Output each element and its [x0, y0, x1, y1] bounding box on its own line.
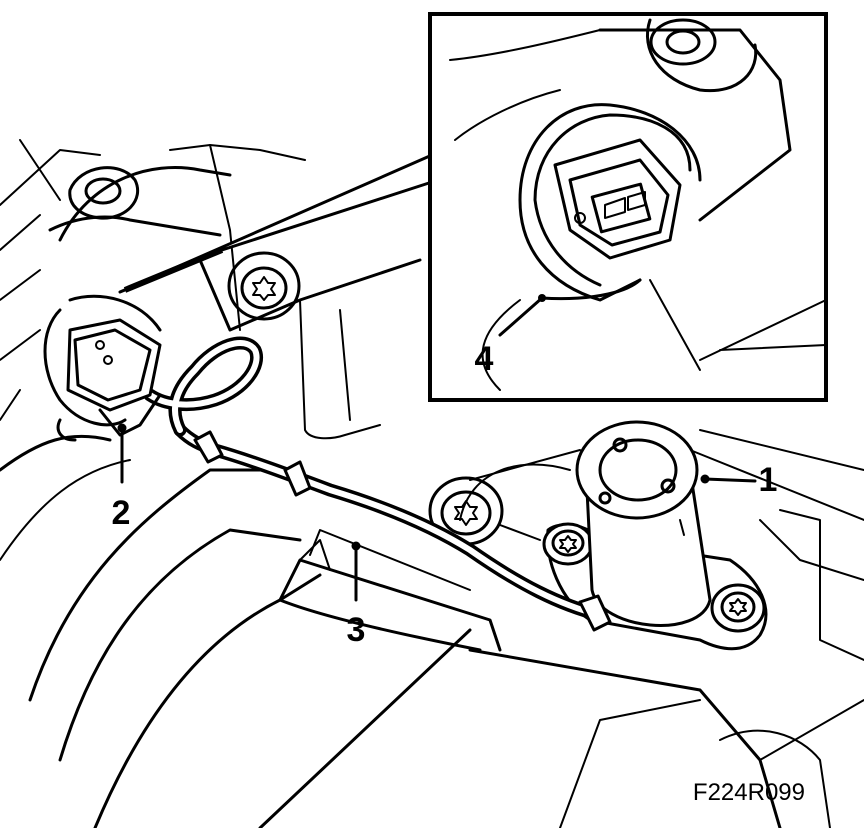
sensor-cable	[143, 336, 612, 632]
mounting-boss	[68, 166, 139, 220]
callout-3: 3	[347, 611, 366, 649]
figure-code: F224R099	[693, 779, 805, 806]
housing-outlines	[0, 139, 864, 828]
torx-bolt-upper	[227, 251, 301, 321]
sensor-body	[575, 420, 712, 627]
callout-leaders	[117, 423, 757, 602]
connector-assembly	[43, 294, 162, 442]
callout-2: 2	[112, 494, 131, 532]
callout-4: 4	[475, 340, 494, 378]
detail-inset	[428, 12, 828, 402]
callout-1: 1	[759, 461, 778, 499]
